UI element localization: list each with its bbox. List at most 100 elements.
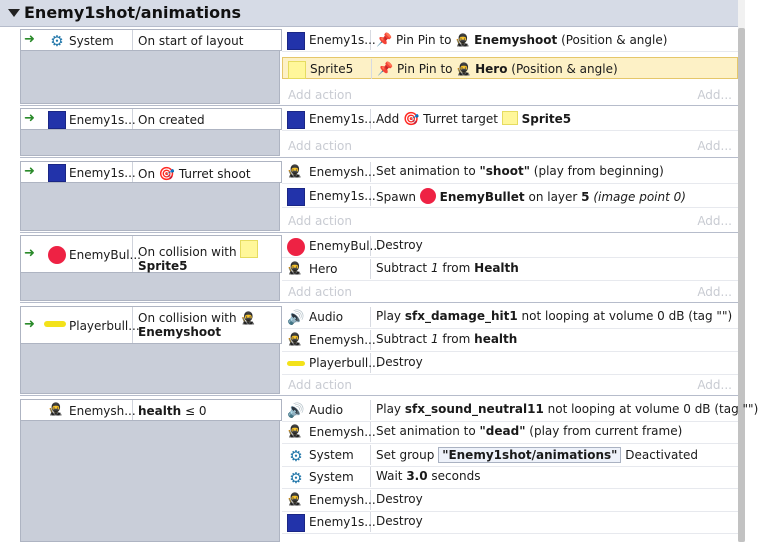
vertical-scrollbar[interactable] (738, 0, 745, 542)
condition-object-cell[interactable]: Enemy1s... (39, 109, 136, 129)
ninja-icon: 🥷 (240, 311, 256, 325)
action-row[interactable]: ⚙System Wait 3.0 seconds (282, 466, 738, 489)
add-action-row[interactable]: Add action Add... (282, 211, 738, 231)
condition-object-name: Enemysh... (69, 404, 136, 418)
action-row[interactable]: EnemyBul... Destroy (282, 235, 738, 258)
event-block[interactable]: ➜ ⚙ System On start of layout Enemy1s...… (20, 29, 738, 104)
event-block[interactable]: 🥷 Enemysh... health ≤ 0 🔊Audio Play sfx_… (20, 399, 758, 542)
action-row[interactable]: Enemy1s... 📌 Pin Pin to 🥷 Enemyshoot (Po… (282, 29, 738, 52)
action-text: 📌 Pin Pin to 🥷 Enemyshoot (Position & an… (376, 33, 668, 48)
event-block[interactable]: ➜ Playerbull... On collision with 🥷Enemy… (20, 306, 738, 394)
action-row[interactable]: ⚙System Set group "Enemy1shot/animations… (282, 444, 738, 467)
action-text: Subtract 1 from health (376, 332, 518, 346)
condition-row[interactable]: ➜ ⚙ System On start of layout (20, 29, 282, 51)
condition-row[interactable]: ➜ Enemy1s... On created (20, 108, 282, 130)
event-separator (20, 302, 738, 303)
condition-row[interactable]: 🥷 Enemysh... health ≤ 0 (20, 399, 282, 421)
condition-object-cell[interactable]: Playerbull... (39, 307, 140, 343)
action-text: Play sfx_sound_neutral11 not looping at … (376, 402, 758, 416)
add-more-link[interactable]: Add... (697, 139, 732, 153)
add-action-row[interactable]: Add action Add... (282, 85, 738, 105)
action-row[interactable]: 🥷 Enemysh... Subtract 1 from health (282, 329, 738, 352)
event-separator (20, 157, 738, 158)
event-separator (20, 395, 738, 396)
action-row[interactable]: Enemy1s... Destroy (282, 511, 738, 534)
sprite-yellow-square-icon (240, 240, 259, 258)
action-text: Destroy (376, 514, 423, 528)
action-object-name: Enemy1s... (309, 33, 376, 47)
ninja-icon: 🥷 (287, 261, 302, 275)
yellow-bullet-icon (44, 321, 66, 327)
red-circle-icon (287, 238, 305, 256)
action-text: Subtract 1 from Health (376, 261, 519, 275)
condition-row[interactable]: ➜ Playerbull... On collision with 🥷Enemy… (20, 306, 282, 344)
condition-text: On collision with Sprite5 (138, 240, 259, 273)
event-block[interactable]: ➜ Enemy1s... On 🎯 Turret shoot 🥷 Enemysh.… (20, 161, 738, 231)
gear-icon: ⚙ (50, 32, 64, 50)
action-row[interactable]: 🥷Hero Subtract 1 from Health (282, 258, 738, 281)
ninja-icon: 🥷 (48, 402, 63, 416)
action-row[interactable]: 🥷Enemysh... Set animation to "shoot" (pl… (282, 161, 738, 184)
action-row-selected[interactable]: Sprite5 📌 Pin Pin to 🥷 Hero (Position & … (282, 57, 738, 79)
action-object-name: Enemy1s... (309, 112, 376, 126)
action-row[interactable]: Enemy1s... Add 🎯 Turret target Sprite5 (282, 108, 738, 131)
action-object-name: Audio (309, 310, 344, 324)
add-action-link[interactable]: Add action (288, 214, 352, 228)
condition-text: health ≤ 0 (138, 404, 207, 418)
event-arrow-icon: ➜ (24, 111, 35, 126)
add-action-link[interactable]: Add action (288, 378, 352, 392)
gear-icon: ⚙ (289, 469, 303, 487)
gear-icon: ⚙ (289, 447, 303, 465)
action-row[interactable]: Playerbull... Destroy (282, 352, 738, 375)
add-action-link[interactable]: Add action (288, 139, 352, 153)
action-object-name: Audio (309, 403, 344, 417)
add-action-row[interactable]: Add action Add... (282, 282, 738, 302)
condition-object-cell[interactable]: 🥷 Enemysh... (39, 400, 136, 420)
action-row[interactable]: Enemy1s... Spawn EnemyBullet on layer 5 … (282, 185, 738, 208)
condition-object-cell[interactable]: EnemyBul... (39, 236, 141, 272)
action-object-name: Enemysh... (309, 333, 376, 347)
add-action-link[interactable]: Add action (288, 285, 352, 299)
ninja-icon: 🥷 (287, 332, 302, 346)
ninja-icon: 🥷 (456, 62, 472, 76)
action-object-name: Enemy1s... (309, 515, 376, 529)
condition-text: On collision with 🥷Enemyshoot (138, 311, 256, 339)
scrollbar-thumb[interactable] (738, 28, 745, 542)
condition-object-name: System (69, 34, 114, 48)
pin-icon: 📌 (376, 33, 393, 48)
action-text: Play sfx_damage_hit1 not looping at volu… (376, 309, 733, 323)
add-more-link[interactable]: Add... (697, 378, 732, 392)
condition-row[interactable]: ➜ EnemyBul... On collision with Sprite5 (20, 235, 282, 273)
condition-object-cell[interactable]: Enemy1s... (39, 162, 136, 182)
event-separator (20, 105, 738, 106)
sprite-yellow-square-icon (288, 61, 306, 79)
add-action-row[interactable]: Add action Add... (282, 375, 738, 395)
turret-icon: 🎯 (403, 112, 420, 127)
add-action-row[interactable]: Add action Add... (282, 136, 738, 156)
event-block[interactable]: ➜ Enemy1s... On created Enemy1s... Add 🎯… (20, 108, 738, 156)
ninja-icon: 🥷 (287, 164, 302, 178)
action-row[interactable]: 🔊Audio Play sfx_damage_hit1 not looping … (282, 306, 738, 329)
action-object-name: Enemysh... (309, 165, 376, 179)
action-text: 📌 Pin Pin to 🥷 Hero (Position & angle) (377, 62, 618, 77)
sprite-blue-square-icon (287, 514, 305, 532)
action-row[interactable]: 🥷Enemysh... Set animation to "dead" (pla… (282, 421, 738, 444)
action-row[interactable]: 🔊Audio Play sfx_sound_neutral11 not loop… (282, 399, 758, 422)
sprite-blue-square-icon (48, 111, 66, 129)
condition-object-cell[interactable]: ⚙ System (39, 30, 133, 50)
action-object-name: System (309, 448, 354, 462)
event-arrow-icon: ➜ (24, 246, 35, 261)
collapse-triangle-icon[interactable] (8, 9, 20, 17)
group-header[interactable]: Enemy1shot/animations (0, 0, 738, 27)
add-action-link[interactable]: Add action (288, 88, 352, 102)
condition-row[interactable]: ➜ Enemy1s... On 🎯 Turret shoot (20, 161, 282, 183)
action-row[interactable]: 🥷Enemysh... Destroy (282, 489, 738, 512)
event-block[interactable]: ➜ EnemyBul... On collision with Sprite5 … (20, 235, 738, 301)
add-more-link[interactable]: Add... (697, 88, 732, 102)
red-circle-icon (48, 246, 66, 264)
add-more-link[interactable]: Add... (697, 214, 732, 228)
add-more-link[interactable]: Add... (697, 285, 732, 299)
condition-text: On start of layout (138, 34, 244, 48)
group-title: Enemy1shot/animations (24, 3, 241, 22)
yellow-bullet-icon (287, 361, 305, 366)
